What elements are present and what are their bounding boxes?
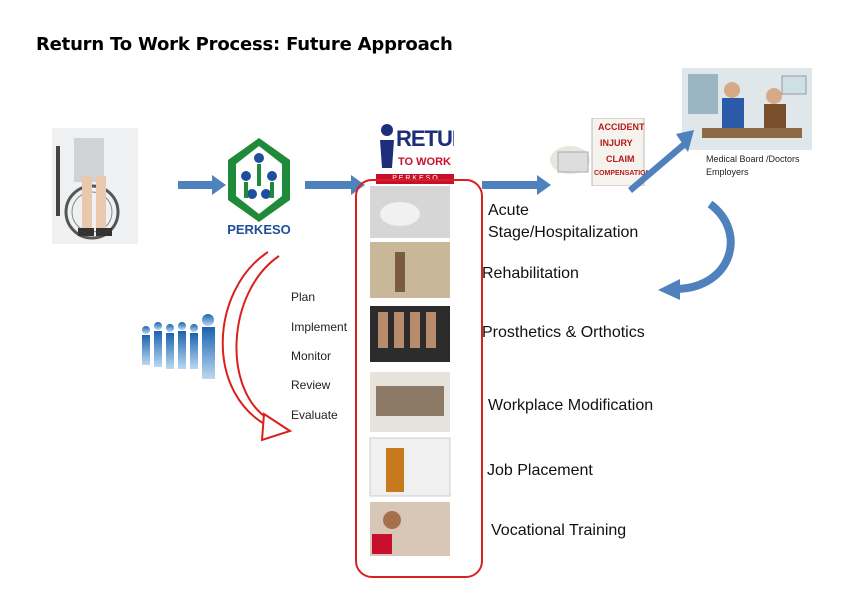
people-silhouettes-image	[138, 312, 218, 384]
stage-rehabilitation: Rehabilitation	[482, 265, 579, 282]
perkeso-logo: PERKESO	[224, 134, 294, 244]
claim-word-1: ACCIDENT	[598, 122, 645, 132]
medical-board-line-1: Medical Board /Doctors	[706, 154, 800, 164]
medical-board-image	[682, 68, 812, 150]
arrow-rtw-to-claim	[482, 175, 551, 195]
rtw-main-text: RETURN	[396, 126, 454, 151]
arrow-process-cycle	[221, 251, 293, 442]
return-to-work-logo: RETURN TO WORK P E R K E S O	[376, 120, 454, 186]
page-title: Return To Work Process: Future Approach	[36, 34, 453, 55]
stages-frame	[355, 179, 483, 578]
process-step-implement: Implement	[291, 320, 348, 334]
process-step-evaluate: Evaluate	[291, 408, 338, 422]
perkeso-wordmark: PERKESO	[227, 222, 291, 237]
claim-word-2: INJURY	[600, 138, 633, 148]
arrow-perkeso-to-rtw	[305, 175, 365, 195]
medical-board-label: Medical Board /Doctors Employers	[706, 153, 800, 179]
arrow-claim-to-medical-board	[628, 130, 694, 193]
arrow-wheelchair-to-perkeso	[178, 175, 226, 195]
medical-board-line-2: Employers	[706, 167, 749, 178]
stage-acute-hospitalization: Acute Stage/Hospitalization	[488, 202, 639, 241]
process-step-plan: Plan	[291, 290, 316, 304]
claim-paperwork-image: ACCIDENT INJURY CLAIM COMPENSATION	[548, 118, 656, 186]
process-step-monitor: Monitor	[291, 349, 332, 363]
stage-vocational-training: Vocational Training	[491, 522, 627, 539]
process-step-review: Review	[291, 378, 331, 392]
rtw-org-text: P E R K E S O	[392, 175, 438, 182]
stage-job-placement: Job Placement	[487, 462, 593, 479]
rtw-sub-text: TO WORK	[398, 156, 451, 168]
arrow-curved-medical-to-stages	[658, 200, 735, 300]
stage-photos	[369, 186, 451, 556]
stage-workplace-modification: Workplace Modification	[488, 397, 654, 414]
wheelchair-photo	[52, 128, 138, 244]
claim-word-4: COMPENSATION	[594, 170, 651, 177]
stage-prosthetics-orthotics: Prosthetics & Orthotics	[482, 324, 645, 341]
claim-word-3: CLAIM	[606, 154, 635, 164]
